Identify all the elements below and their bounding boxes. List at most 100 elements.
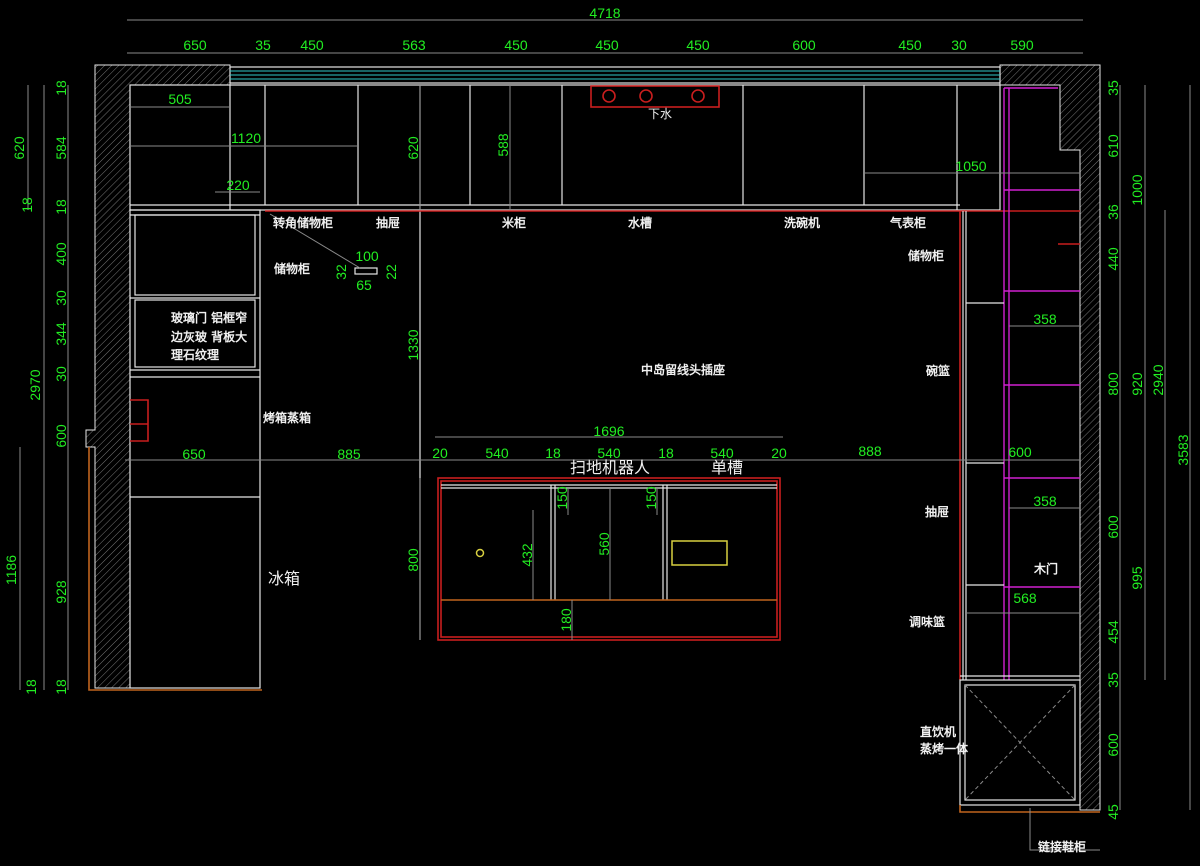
label-wood-door: 木门	[1033, 561, 1058, 576]
label-sink: 水槽	[628, 215, 652, 230]
dim-left: 1186	[3, 555, 19, 585]
dim-right: 3583	[1175, 434, 1191, 465]
dim-inner: 885	[337, 446, 361, 462]
label-storage: 储物柜	[908, 248, 944, 263]
label-robot-vacuum: 扫地机器人	[570, 458, 650, 477]
dim-inner: 505	[168, 91, 192, 107]
label-glass-door: 玻璃门 铝框窄	[171, 310, 247, 325]
dim-inner: 888	[858, 443, 882, 459]
dim-island: 150	[554, 486, 570, 510]
dim-left: 18	[53, 199, 69, 215]
label-glass-door: 理石纹理	[171, 347, 219, 362]
dim-left: 30	[53, 290, 69, 306]
dim-inner: 32	[333, 264, 349, 280]
dim-right: 600	[1105, 515, 1121, 539]
dim-left: 18	[19, 197, 35, 213]
label-glass-door: 边灰玻 背板大	[170, 329, 247, 344]
label-spice-basket: 调味篮	[909, 614, 945, 629]
right-dimensions: 35 610 36 440 800 600 995 454 35 600 45 …	[1105, 80, 1191, 820]
dim-left: 18	[53, 80, 69, 96]
upper-cabinets	[129, 84, 1080, 640]
dim-inner: 358	[1033, 493, 1057, 509]
dim-island: 20	[771, 445, 787, 461]
label-storage: 储物柜	[274, 261, 310, 276]
dim-left: 620	[11, 136, 27, 160]
dim-inner: 568	[1013, 590, 1037, 606]
dim-left: 928	[53, 580, 69, 604]
dim-right: 610	[1105, 134, 1121, 158]
dim-total-width: 4718	[589, 5, 620, 21]
dim-left: 600	[53, 424, 69, 448]
dim-inner: 588	[495, 133, 511, 157]
dimension-lines	[19, 19, 1191, 810]
dim-island: 150	[643, 486, 659, 510]
dim-inner: 650	[182, 446, 206, 462]
inner-dimensions: 505 1120 220 620 588 1330 1050 100 32 22…	[168, 91, 1057, 606]
dim-island: 540	[710, 445, 734, 461]
dim-left: 344	[53, 322, 69, 346]
label-island-socket: 中岛留线头插座	[641, 362, 725, 377]
label-drawer: 抽屉	[925, 504, 949, 519]
dim-left: 18	[23, 679, 39, 695]
dim-top: 30	[951, 37, 967, 53]
dim-top: 650	[183, 37, 207, 53]
island-dimensions: 1696 20 540 18 540 18 540 20 150 150 432…	[405, 423, 787, 632]
dim-island: 18	[545, 445, 561, 461]
dim-inner: 358	[1033, 311, 1057, 327]
dim-island: 1696	[593, 423, 624, 439]
dim-right: 1000	[1129, 174, 1145, 205]
label-oven-steamer: 烤箱蒸箱	[263, 410, 311, 425]
dim-island: 540	[597, 445, 621, 461]
label-shoe-cabinet: 链接鞋柜	[1038, 839, 1086, 854]
dim-island: 18	[658, 445, 674, 461]
dim-top: 450	[595, 37, 619, 53]
dim-island: 432	[519, 543, 535, 567]
dim-top: 450	[300, 37, 324, 53]
label-single-sink: 单槽	[711, 458, 743, 477]
dim-inner: 100	[355, 248, 379, 264]
top-dimensions: 4718 650 35 450 563 450 450 450 600 450 …	[183, 5, 1034, 53]
dim-left: 400	[53, 242, 69, 266]
dim-right: 45	[1105, 804, 1121, 820]
dim-island: 180	[558, 608, 574, 632]
dim-top: 600	[792, 37, 816, 53]
walls	[85, 64, 1101, 811]
dim-right: 920	[1129, 372, 1145, 396]
dim-right: 35	[1105, 672, 1121, 688]
dim-inner: 22	[383, 264, 399, 280]
dim-top: 450	[686, 37, 710, 53]
dim-left: 30	[53, 366, 69, 382]
label-rice-cabinet: 米柜	[502, 215, 526, 230]
label-drain: 下水	[648, 107, 672, 121]
dim-left: 584	[53, 136, 69, 160]
dim-top: 450	[504, 37, 528, 53]
dim-inner: 1330	[405, 329, 421, 360]
label-bowl-basket: 碗篮	[926, 363, 950, 378]
dim-right: 600	[1105, 733, 1121, 757]
socket	[475, 548, 485, 558]
label-fridge: 冰箱	[268, 569, 300, 588]
label-corner-storage: 转角储物柜	[273, 215, 333, 230]
right-tall-cabinets	[959, 87, 1100, 851]
label-water-dispenser: 蒸烤一体	[920, 741, 969, 756]
label-gas-meter: 气表柜	[889, 215, 926, 230]
dim-inner: 1120	[231, 130, 261, 146]
dim-island: 560	[596, 532, 612, 556]
dim-island: 20	[432, 445, 448, 461]
dim-inner: 600	[1008, 444, 1032, 460]
dim-right: 800	[1105, 372, 1121, 396]
left-tall-cabinets	[88, 209, 378, 691]
dim-top: 450	[898, 37, 922, 53]
dim-left: 2970	[27, 369, 43, 400]
dim-inner: 1050	[955, 158, 986, 174]
label-drawer: 抽屉	[376, 215, 400, 230]
label-dishwasher: 洗碗机	[784, 215, 820, 230]
dim-top: 35	[255, 37, 271, 53]
dim-right: 454	[1105, 620, 1121, 644]
left-dimensions: 620 18 2970 1186 18 18 584 18 400 30 344…	[3, 80, 69, 695]
dim-island: 800	[405, 548, 421, 572]
dim-right: 440	[1105, 247, 1121, 271]
dim-top: 590	[1010, 37, 1034, 53]
dim-right: 35	[1105, 80, 1121, 96]
